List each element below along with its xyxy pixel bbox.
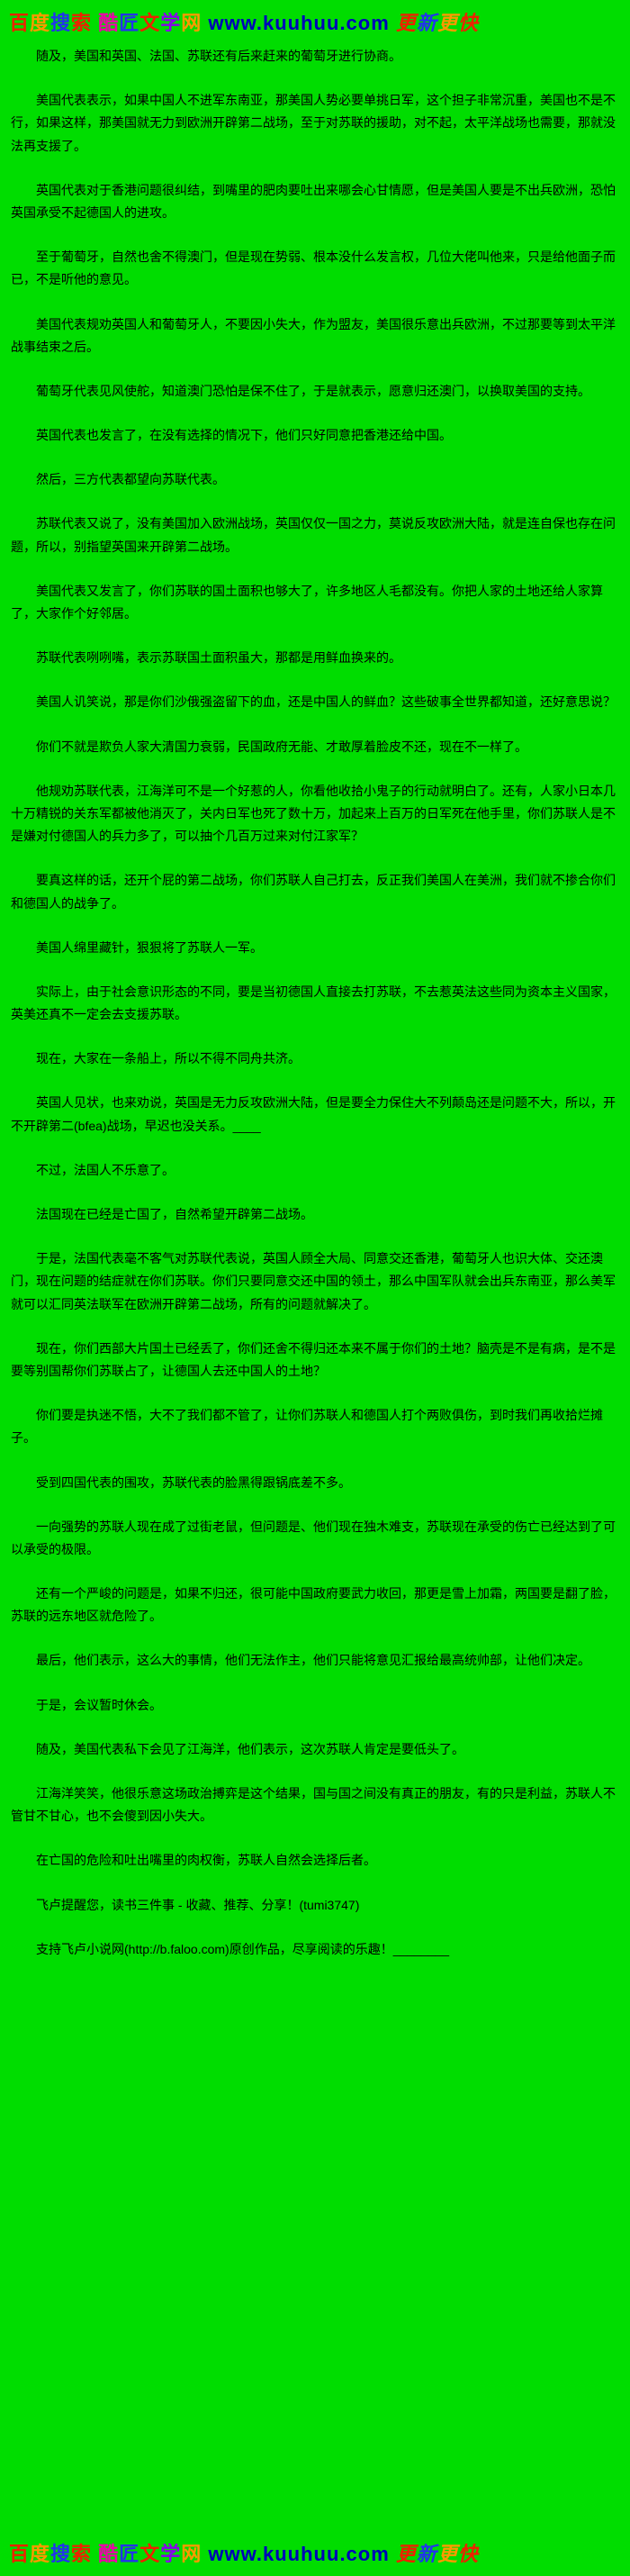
banner-text-segment: 学 <box>160 2543 182 2565</box>
banner-text-segment: 索 <box>71 2543 93 2565</box>
chapter-content: 随及，美国和英国、法国、苏联还有后来赶来的葡萄牙进行协商。美国代表表示，如果中国… <box>0 40 630 2535</box>
paragraph: 葡萄牙代表见风使舵，知道澳门恐怕是保不住了，于是就表示，愿意归还澳门，以换取美国… <box>36 383 590 398</box>
paragraph: 不过，法国人不乐意了。 <box>36 1162 175 1177</box>
banner-text-segment: 匠 <box>119 2543 140 2565</box>
paragraph: 还有一个严峻的问题是，如果不归还，很可能中国政府要武力收回，那更是雪上加霜，两国… <box>11 1586 616 1624</box>
paragraph: 随及，美国代表私下会见了江海洋，他们表示，这次苏联人肯定是要低头了。 <box>36 1741 464 1756</box>
banner-text-segment: 网 <box>181 2543 202 2565</box>
banner-text-segment: 搜 <box>50 12 72 34</box>
banner-text-segment: 新 <box>416 12 437 34</box>
paragraph: 随及，美国和英国、法国、苏联还有后来赶来的葡萄牙进行协商。 <box>36 49 401 63</box>
paragraph: 苏联代表咧咧嘴，表示苏联国土面积虽大，那都是用鲜血换来的。 <box>36 650 401 666</box>
banner-text-segment: 索 <box>71 12 93 34</box>
paragraph: 最后，他们表示，这么大的事情，他们无法作主，他们只能将意见汇报给最高统帅部，让他… <box>36 1653 590 1668</box>
banner-text-segment: 百 <box>9 12 31 34</box>
paragraph: 于是，会议暂时休会。 <box>36 1697 162 1712</box>
banner-text-segment: 度 <box>30 12 51 34</box>
banner-text-segment: 快 <box>457 12 479 34</box>
banner-text-segment: 文 <box>140 2543 161 2565</box>
top-banner[interactable]: 百度搜索 酷匠文学网 www.kuuhuu.com 更新更快 <box>0 0 630 40</box>
banner-text-segment: 新 <box>416 2543 437 2565</box>
paragraph: 美国代表规劝英国人和葡萄牙人，不要因小失大，作为盟友，美国很乐意出兵欧洲，不过那… <box>11 316 616 354</box>
paragraph: 美国代表又发言了，你们苏联的国土面积也够大了，许多地区人毛都没有。你把人家的土地… <box>11 583 603 621</box>
paragraph: 英国代表对于香港问题很纠结，到嘴里的肥肉要吐出来哪会心甘情愿，但是美国人要是不出… <box>11 182 616 220</box>
paragraph: 飞卢提醒您，读书三件事 - 收藏、推荐、分享！(tumi3747) <box>36 1897 360 1912</box>
banner-text-segment: www.kuuhuu.com <box>202 12 396 34</box>
banner-text-segment: 酷 <box>98 2543 120 2565</box>
banner-text-segment: 度 <box>30 2543 51 2565</box>
banner-text-segment: 更 <box>395 12 417 34</box>
paragraph: 要真这样的话，还开个屁的第二战场，你们苏联人自己打去，反正我们美国人在美洲，我们… <box>11 873 616 911</box>
banner-text-segment: 百 <box>9 2543 31 2565</box>
paragraph: 你们要是执迷不悟，大不了我们都不管了，让你们苏联人和德国人打个两败俱伤，到时我们… <box>11 1408 603 1446</box>
paragraph: 英国代表也发言了，在没有选择的情况下，他们只好同意把香港还给中国。 <box>36 428 452 443</box>
paragraph: 至于葡萄牙，自然也舍不得澳门，但是现在势弱、根本没什么发言权，几位大佬叫他来，只… <box>11 249 616 287</box>
paragraph: 你们不就是欺负人家大清国力衰弱，民国政府无能、才敢厚着脸皮不还，现在不一样了。 <box>36 739 527 754</box>
bottom-banner[interactable]: 百度搜索 酷匠文学网 www.kuuhuu.com 更新更快 <box>0 2535 630 2576</box>
banner-text-segment: 文 <box>140 12 161 34</box>
paragraph: 英国人见状，也来劝说，英国是无力反攻欧洲大陆，但是要全力保住大不列颠岛还是问题不… <box>11 1095 616 1133</box>
banner-text-segment: 更 <box>436 12 458 34</box>
paragraph: 于是，法国代表毫不客气对苏联代表说，英国人顾全大局、同意交还香港，葡萄牙人也识大… <box>11 1251 616 1311</box>
paragraph: 现在，大家在一条船上，所以不得不同舟共济。 <box>36 1051 301 1066</box>
banner-text-segment: 网 <box>181 12 202 34</box>
paragraph: 他规劝苏联代表，江海洋可不是一个好惹的人，你看他收拾小鬼子的行动就明白了。还有，… <box>11 783 616 844</box>
banner-text-segment: 匠 <box>119 12 140 34</box>
paragraph: 江海洋笑笑，他很乐意这场政治搏弈是这个结果，国与国之间没有真正的朋友，有的只是利… <box>11 1786 616 1824</box>
paragraph: 支持飞卢小说网(http://b.faloo.com)原创作品，尽享阅读的乐趣！… <box>36 1941 450 1956</box>
paragraph: 法国现在已经是亡国了，自然希望开辟第二战场。 <box>36 1207 313 1221</box>
banner-text-segment: 更 <box>395 2543 417 2565</box>
paragraph: 然后，三方代表都望向苏联代表。 <box>36 472 225 487</box>
banner-text-segment: www.kuuhuu.com <box>202 2543 396 2565</box>
paragraph: 一向强势的苏联人现在成了过街老鼠，但问题是、他们现在独木难支，苏联现在承受的伤亡… <box>11 1519 616 1556</box>
paragraph: 受到四国代表的围攻，苏联代表的脸黑得跟锅底差不多。 <box>36 1474 351 1490</box>
paragraph: 美国人绵里藏针，狠狠将了苏联人一军。 <box>36 939 263 955</box>
paragraph: 美国人讥笑说，那是你们沙俄强盗留下的血，还是中国人的鲜血？这些破事全世界都知道，… <box>36 694 616 710</box>
banner-text-segment: 酷 <box>98 12 120 34</box>
paragraph: 苏联代表又说了，没有美国加入欧洲战场，英国仅仅一国之力，莫说反攻欧洲大陆，就是连… <box>11 516 616 554</box>
paragraph: 实际上，由于社会意识形态的不同，要是当初德国人直接去打苏联，不去惹英法这些同为资… <box>11 984 616 1022</box>
paragraph: 在亡国的危险和吐出嘴里的肉权衡，苏联人自然会选择后者。 <box>36 1853 376 1868</box>
banner-text-segment: 搜 <box>50 2543 72 2565</box>
paragraph: 现在，你们西部大片国土已经丢了，你们还舍不得归还本来不属于你们的土地？脑壳是不是… <box>11 1340 616 1378</box>
banner-text-segment: 快 <box>457 2543 479 2565</box>
banner-text-segment: 学 <box>160 12 182 34</box>
paragraph: 美国代表表示，如果中国人不进军东南亚，那美国人势必要单挑日军，这个担子非常沉重，… <box>11 93 616 153</box>
banner-text-segment: 更 <box>436 2543 458 2565</box>
